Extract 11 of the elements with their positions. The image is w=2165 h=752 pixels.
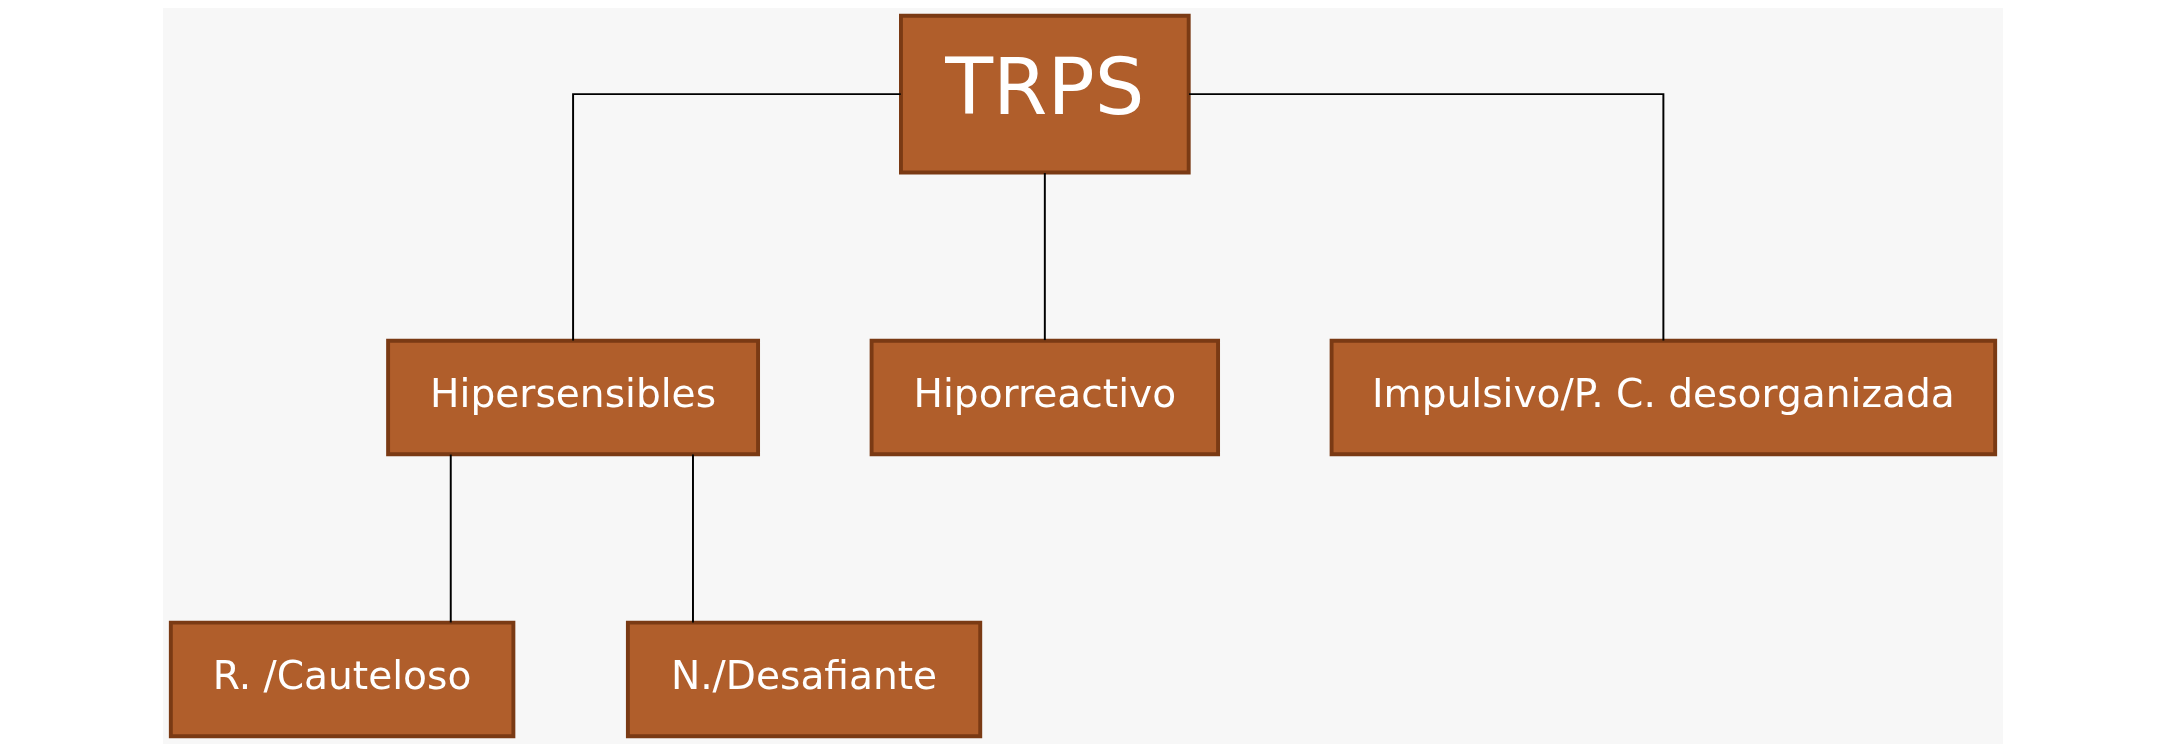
connector: [571, 93, 902, 342]
connector: [1187, 93, 1664, 342]
node-box: Hiporreactivo: [869, 338, 1220, 457]
node-box: R. /Cauteloso: [168, 620, 515, 739]
node-box: Impulsivo/P. C. desorganizada: [1329, 338, 1997, 457]
connector: [449, 453, 452, 624]
connector: [691, 453, 694, 624]
node-box: TRPS: [898, 13, 1191, 175]
connector: [1043, 172, 1046, 342]
node-box: Hipersensibles: [385, 338, 760, 457]
node-box: N./Desafiante: [625, 620, 982, 739]
